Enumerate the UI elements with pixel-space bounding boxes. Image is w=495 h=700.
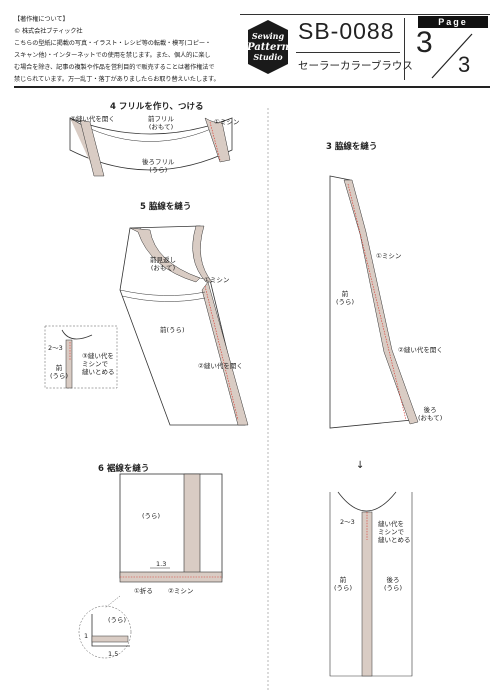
header-top-rule [240,14,490,15]
step4-frill-drawing [69,117,233,177]
step3-front-label: 前 (うら) [336,290,355,306]
step5-title: 5 脇線を縫う [140,202,192,212]
step6-measure-13: 1.3 [156,560,167,568]
step3-back-label: 後ろ (おもて) [418,406,443,422]
step4-back-frill-label: 後ろフリル (うら) [142,158,175,174]
step6-hem-drawing [78,473,223,659]
page-header: 【著作権について】 © 株式会社ブティック社 こちらの型紙に掲載の写真・イラスト… [0,0,495,96]
step6-detail-15: 1.5 [108,650,119,658]
copyright-line: © 株式会社ブティック社 [14,28,83,35]
copyright-line: スキャン他)・インターネットでの使用を禁じます。また、個人的に楽し [14,52,211,59]
page-slash [431,33,473,79]
page-current: 3 [416,26,433,59]
logo-word: Pattern [246,42,289,53]
stitch-line [347,183,407,421]
step6-stitch-label: ②ミシン [168,587,194,595]
step3-detail-measure: 2〜3 [340,518,355,526]
header-divider [404,18,405,80]
pattern-number: SB-0088 [298,18,395,44]
step6-fold-label: ①折る [134,587,153,595]
step5-detail-measure: 2〜3 [48,344,63,352]
step3-detail-drawing [329,491,413,677]
step4-title: 4 フリルを作り、つける [110,102,204,112]
step3-detail-front-label: 前 (うら) [334,576,353,592]
step3-stitch-label: ①ミシン [376,252,402,260]
step5-seam-open-label: ②縫い代を開く [198,362,243,370]
stitch-line [209,121,221,161]
step5-front-label: 前(うら) [160,326,185,334]
stitch-line [204,285,239,421]
step6-back-label: (うら) [142,512,161,520]
logo-word: Sewing [252,31,285,41]
step3-seam-open-label: ②縫い代を開く [398,346,443,354]
step6-detail-1: 1 [84,632,89,640]
step3-detail-back-label: 後ろ (うら) [384,576,403,592]
step5-detail-front-label: 前 (うら) [50,364,69,380]
step3-title: 3 脇線を縫う [326,142,378,152]
step4-front-frill-label: 前フリル (おもて) [148,115,174,131]
header-divider [296,52,400,53]
step5-side-seam-drawing [44,225,249,426]
step5-facing-label: 前見返し (おもて) [150,256,176,272]
copyright-line: 【著作権について】 [14,16,69,23]
page-label: Page [418,16,488,28]
detail-box [44,325,118,389]
logo-word: Studio [253,52,283,62]
step4-stitch-label: ①ミシン [214,118,240,126]
step5-stitch-label: ①ミシン [204,276,230,284]
step3-side-seam-drawing [329,175,419,429]
copyright-line: む場合を除き、記事の複製や作品を営利目的で販売することは著作権法で [14,64,215,71]
page-total: 3 [458,52,471,77]
copyright-line: 禁じられています。万一乱丁・落丁がありましたらお取り替えいたします。 [14,76,220,83]
copyright-line: こちらの型紙に掲載の写真・イラスト・レシピ等の転載・模写(コピー・ [14,40,211,47]
copyright-notice: 【著作権について】 © 株式会社ブティック社 こちらの型紙に掲載の写真・イラスト… [14,14,246,86]
step5-detail-note: ③縫い代を ミシンで 縫いとめる [82,352,115,376]
step6-detail-back-label: (うら) [108,616,127,624]
header-bottom-rule [14,86,490,88]
step6-title: 6 裾線を縫う [98,464,150,474]
pattern-name: セーラーカラーブラウス [298,60,413,72]
step4-seam-open-label: ②縫い代を開く [70,115,115,123]
sewing-pattern-studio-logo: Sewing Pattern Studio [246,20,289,74]
down-arrow: ↓ [356,460,365,471]
step3-detail-note: 縫い代を ミシンで 縫いとめる [378,520,411,544]
